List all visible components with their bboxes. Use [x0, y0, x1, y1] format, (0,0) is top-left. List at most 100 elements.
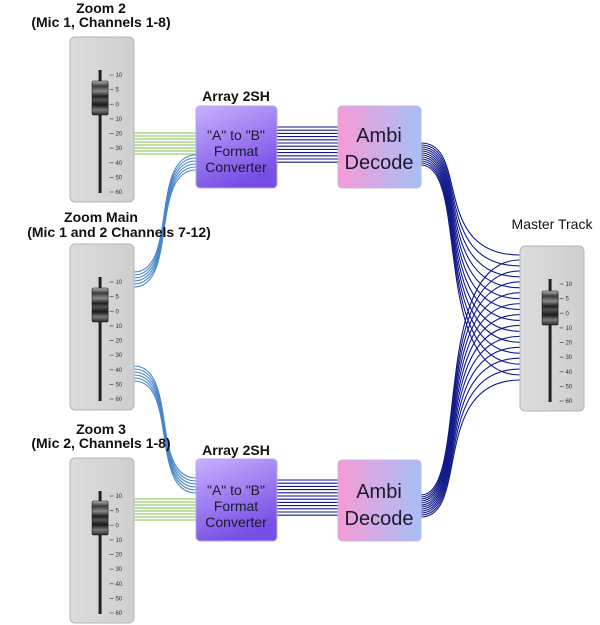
fader-slot [98, 277, 102, 401]
decoder-line2: Decode [345, 152, 414, 174]
decoder-2: Ambi Decode [337, 459, 422, 542]
fader-slot [548, 279, 552, 402]
fader-tick-label: 5 [115, 509, 119, 515]
fader-knob[interactable] [91, 80, 109, 116]
source-zoom-main: Zoom Main (Mic 1 and 2 Channels 7-12) 10… [27, 209, 211, 411]
converter-line2: Format [214, 498, 258, 514]
fader-tick-label: 30 [565, 355, 572, 361]
dark-blue-fan-wire [420, 335, 521, 510]
fader-tick-label: 40 [565, 370, 572, 376]
dark-blue-fan-wire [420, 303, 521, 504]
source-title-line2: (Mic 1 and 2 Channels 7-12) [27, 224, 211, 240]
fader-tick-label: 50 [565, 384, 572, 390]
fader-tick-label: 40 [115, 368, 122, 374]
fader-tick-label: 40 [115, 582, 122, 588]
converter-title: Array 2SH [202, 442, 270, 458]
fader-knob[interactable] [541, 290, 559, 326]
source-zoom-2: Zoom 2 (Mic 1, Channels 1-8) 10501020304… [31, 0, 171, 203]
fader-tick-label: 10 [115, 73, 122, 79]
dark-blue-fan-wire [420, 154, 521, 322]
converter-1: Array 2SH "A" to "B" Format Converter [195, 88, 278, 189]
fader-tick-label: 5 [115, 295, 119, 301]
decoder-line2: Decode [345, 508, 414, 530]
light-blue-wire [133, 169, 197, 288]
fader-tick-label: 60 [115, 190, 122, 196]
fader-tick-label: 50 [115, 596, 122, 602]
converter-title: Array 2SH [202, 88, 270, 104]
dark-blue-fan-wire [420, 368, 521, 516]
dark-blue-fan-wire [420, 324, 521, 508]
fader-slot [98, 70, 102, 193]
source-title-line1: Zoom Main [64, 209, 138, 225]
fader-tick-label: 0 [115, 102, 119, 108]
fader-tick-label: 10 [115, 494, 122, 500]
source-title-line2: (Mic 1, Channels 1-8) [31, 14, 170, 30]
dark-blue-fan-wire [420, 164, 521, 376]
fader-tick-label: 30 [115, 353, 122, 359]
decoder-1: Ambi Decode [337, 105, 422, 189]
source-zoom-3: Zoom 3 (Mic 2, Channels 1-8) 10501020304… [31, 421, 171, 624]
fader-tick-label: 10 [115, 324, 122, 330]
light-blue-wire [133, 380, 197, 494]
master-title: Master Track [512, 216, 594, 232]
fader-tick-label: 60 [115, 611, 122, 617]
fader-tick-label: 60 [115, 397, 122, 403]
converter-box[interactable] [195, 458, 278, 542]
fader-tick-label: 5 [565, 297, 569, 303]
fader-tick-label: 10 [565, 282, 572, 288]
dark-blue-fan-wire [420, 142, 521, 256]
converter-line1: "A" to "B" [207, 127, 265, 143]
dark-blue-fan-wire [420, 158, 521, 343]
source-title-line1: Zoom 2 [76, 0, 126, 16]
fader-tick-label: 10 [565, 326, 572, 332]
dark-blue-fan-wire [420, 313, 521, 506]
fader-tick-label: 10 [115, 280, 122, 286]
fader-tick-label: 10 [115, 117, 122, 123]
fader-tick-label: 0 [115, 523, 119, 529]
dark-blue-fan-wire [420, 259, 521, 496]
converter-2: Array 2SH "A" to "B" Format Converter [195, 442, 278, 542]
decoder-box[interactable] [337, 105, 422, 189]
fader-tick-label: 50 [115, 175, 122, 181]
fader-tick-label: 20 [565, 341, 572, 347]
fader-slot [98, 491, 102, 614]
fader-tick-label: 30 [115, 567, 122, 573]
fader-tick-label: 40 [115, 161, 122, 167]
converter-line3: Converter [205, 514, 267, 530]
source-title-line2: (Mic 2, Channels 1-8) [31, 435, 170, 451]
fader-tick-label: 20 [115, 553, 122, 559]
dark-blue-fan-wire [420, 270, 521, 498]
wire-layer [133, 126, 521, 521]
decoder-line1: Ambi [356, 125, 402, 147]
decoder-box[interactable] [337, 459, 422, 542]
dark-blue-fan-wire [420, 150, 521, 300]
fader-knob[interactable] [91, 287, 109, 323]
fader-tick-label: 20 [115, 339, 122, 345]
fader-tick-label: 60 [565, 399, 572, 405]
dark-blue-fan-wire [420, 162, 521, 365]
converter-box[interactable] [195, 105, 278, 189]
dark-blue-fan-wire [420, 160, 521, 354]
converter-line1: "A" to "B" [207, 482, 265, 498]
dark-blue-fan-wire [420, 281, 521, 500]
fader-tick-label: 5 [115, 88, 119, 94]
fader-tick-label: 0 [115, 309, 119, 315]
dark-blue-fan-wire [420, 292, 521, 502]
source-title-line1: Zoom 3 [76, 421, 126, 437]
decoder-line1: Ambi [356, 481, 402, 503]
fader-tick-label: 0 [565, 311, 569, 317]
converter-line2: Format [214, 143, 258, 159]
fader-tick-label: 30 [115, 146, 122, 152]
dark-blue-fan-wire [420, 346, 521, 512]
fader-knob[interactable] [91, 500, 109, 536]
fader-tick-label: 20 [115, 132, 122, 138]
dark-blue-fan-wire [420, 357, 521, 514]
dark-blue-fan-wire [420, 144, 521, 267]
fader-tick-label: 10 [115, 538, 122, 544]
